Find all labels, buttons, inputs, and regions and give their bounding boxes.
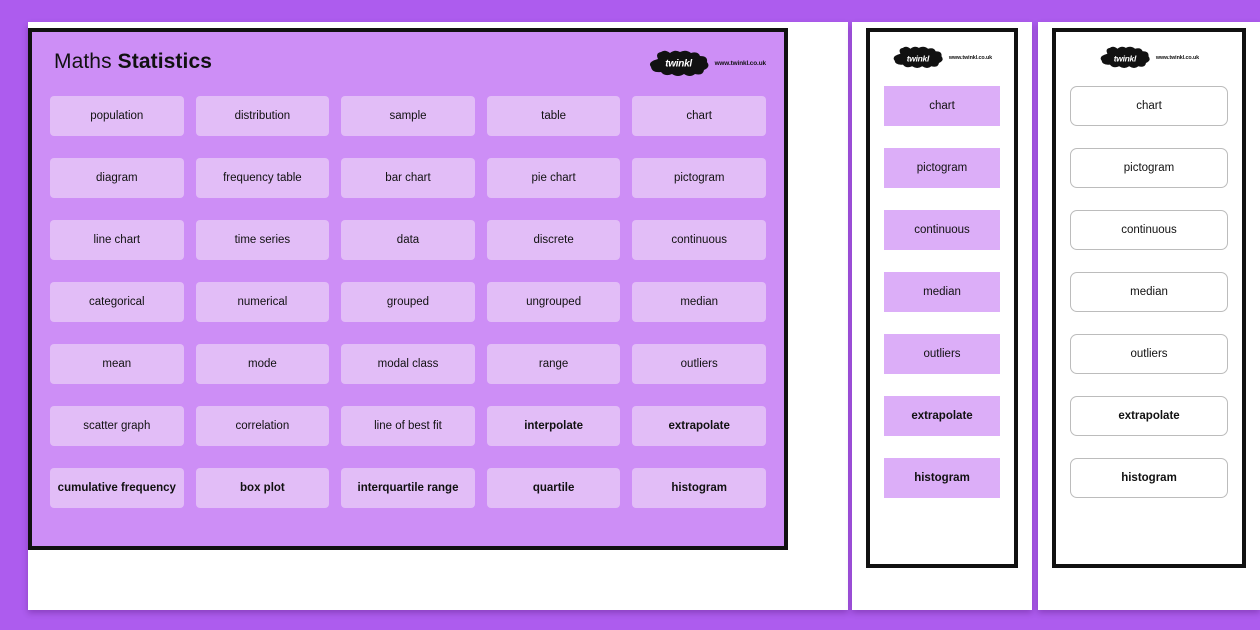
vocabulary-card-grid: population distribution sample table chart di… [50, 96, 766, 508]
vocabulary-card[interactable]: bar chart [341, 158, 475, 198]
twinkl-url: www.twinkl.co.uk [714, 60, 767, 67]
vocabulary-card[interactable]: time series [195, 220, 330, 260]
right-card-list: chart pictogram continuous median outliers ex… [1070, 86, 1228, 498]
vocabulary-card[interactable]: scatter graph [50, 406, 184, 446]
twinkl-logo: twinkl www.twinkl.co.uk [1099, 44, 1199, 69]
twinkl-wordmark: twinkl [665, 58, 692, 70]
vocabulary-card[interactable]: histogram [884, 458, 1000, 498]
vocabulary-card[interactable]: continuous [632, 220, 766, 260]
right-word-list-panel: twinkl www.twinkl.co.uk chart pictogram co… [1052, 28, 1246, 568]
twinkl-cloud-icon: twinkl [892, 46, 944, 69]
vocabulary-card[interactable]: median [1070, 272, 1228, 312]
right-panel-header: twinkl www.twinkl.co.uk [1070, 44, 1228, 84]
middle-word-list-panel: twinkl www.twinkl.co.uk chart pictogram co… [866, 28, 1018, 568]
twinkl-cloud-icon: twinkl [648, 50, 710, 77]
vocabulary-card[interactable]: pictogram [1070, 148, 1228, 188]
page-title: Maths Statistics [50, 48, 212, 74]
vocabulary-card[interactable]: chart [632, 96, 766, 136]
vocabulary-card[interactable]: interpolate [486, 406, 621, 446]
vocabulary-card[interactable]: pictogram [632, 158, 766, 198]
vocabulary-card[interactable]: line of best fit [341, 406, 475, 446]
middle-card-list: chart pictogram continuous median outliers ex… [884, 86, 1000, 498]
vocabulary-card[interactable]: outliers [632, 344, 766, 384]
twinkl-url: www.twinkl.co.uk [948, 54, 993, 61]
vocabulary-card[interactable]: outliers [884, 334, 1000, 374]
vocabulary-card[interactable]: categorical [50, 282, 184, 322]
vocabulary-card[interactable]: interquartile range [341, 468, 475, 508]
vocabulary-card[interactable]: range [486, 344, 621, 384]
vocabulary-card[interactable]: discrete [486, 220, 621, 260]
panel-header: Maths Statistics twinkl www.twinkl.co.uk [50, 48, 766, 94]
vocabulary-card[interactable]: distribution [195, 96, 330, 136]
vocabulary-card[interactable]: extrapolate [632, 406, 766, 446]
vocabulary-card[interactable]: grouped [341, 282, 475, 322]
page-title-bold: Statistics [117, 50, 212, 73]
vocabulary-card[interactable]: population [50, 96, 184, 136]
vocabulary-card[interactable]: chart [884, 86, 1000, 126]
vocabulary-card[interactable]: box plot [195, 468, 330, 508]
vocabulary-card[interactable]: outliers [1070, 334, 1228, 374]
vocabulary-card[interactable]: mode [195, 344, 330, 384]
main-word-mat-panel: Maths Statistics twinkl www.twinkl.co.uk… [28, 28, 788, 550]
vocabulary-card[interactable]: continuous [1070, 210, 1228, 250]
vocabulary-card[interactable]: extrapolate [1070, 396, 1228, 436]
vocabulary-card[interactable]: mean [50, 344, 184, 384]
vocabulary-card[interactable]: extrapolate [884, 396, 1000, 436]
vocabulary-card[interactable]: ungrouped [486, 282, 621, 322]
vocabulary-card[interactable]: numerical [195, 282, 330, 322]
vocabulary-card[interactable]: line chart [50, 220, 184, 260]
vocabulary-card[interactable]: pie chart [486, 158, 621, 198]
vocabulary-card[interactable]: data [341, 220, 475, 260]
vocabulary-card[interactable]: frequency table [195, 158, 330, 198]
vocabulary-card[interactable]: diagram [50, 158, 184, 198]
vocabulary-card[interactable]: pictogram [884, 148, 1000, 188]
vocabulary-card[interactable]: modal class [341, 344, 475, 384]
vocabulary-card[interactable]: continuous [884, 210, 1000, 250]
vocabulary-card[interactable]: median [632, 282, 766, 322]
twinkl-logo: twinkl www.twinkl.co.uk [892, 44, 992, 69]
vocabulary-card[interactable]: histogram [1070, 458, 1228, 498]
vocabulary-card[interactable]: median [884, 272, 1000, 312]
twinkl-wordmark: twinkl [906, 53, 930, 63]
vocabulary-card[interactable]: sample [341, 96, 475, 136]
twinkl-logo: twinkl www.twinkl.co.uk [648, 48, 766, 77]
vocabulary-card[interactable]: cumulative frequency [50, 468, 184, 508]
vocabulary-card[interactable]: chart [1070, 86, 1228, 126]
page-title-regular: Maths [54, 50, 118, 73]
vocabulary-card[interactable]: table [486, 96, 621, 136]
middle-panel-header: twinkl www.twinkl.co.uk [884, 44, 1000, 84]
twinkl-cloud-icon: twinkl [1099, 46, 1151, 69]
twinkl-wordmark: twinkl [1113, 53, 1137, 63]
vocabulary-card[interactable]: quartile [486, 468, 621, 508]
vocabulary-card[interactable]: correlation [195, 406, 330, 446]
twinkl-url: www.twinkl.co.uk [1155, 54, 1200, 61]
vocabulary-card[interactable]: histogram [632, 468, 766, 508]
